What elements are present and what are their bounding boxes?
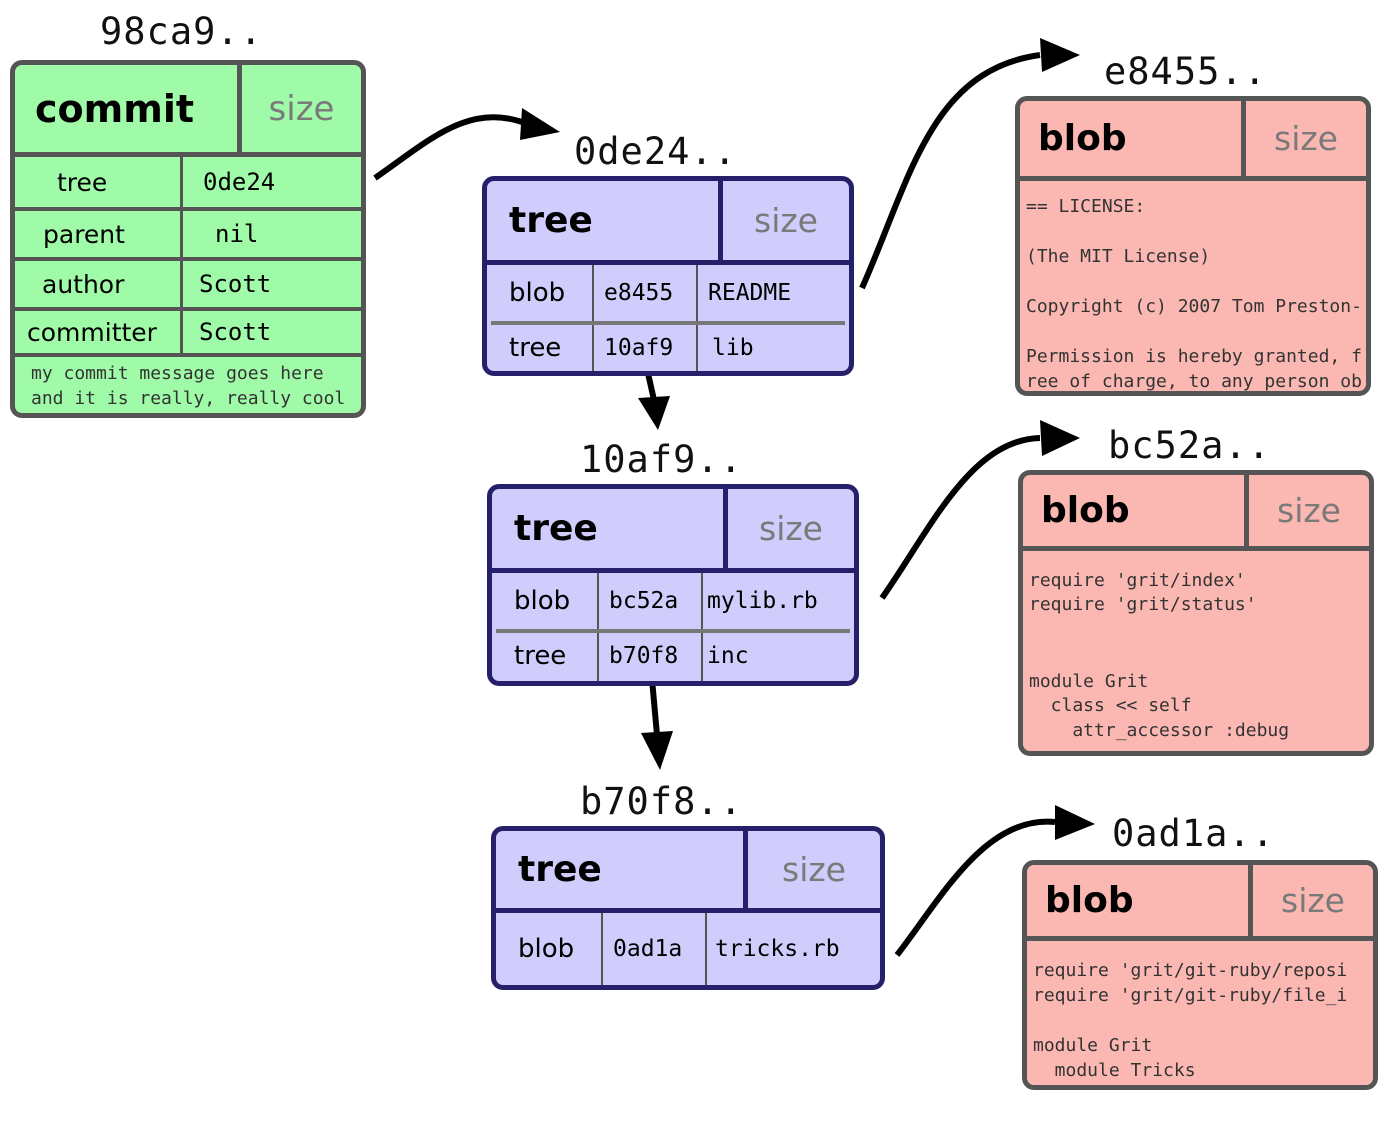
arrow-tree2-to-blob2 [879, 435, 1041, 600]
blob-content-line: Permission is hereby granted, f [1026, 346, 1362, 367]
tree-size-label: size [759, 509, 823, 548]
tree-column-divider [592, 265, 594, 371]
tree-entry-name: lib [712, 335, 754, 361]
tree-entry-kind: blob [509, 278, 566, 308]
arrow-tree1-to-blob1 [859, 52, 1041, 290]
tree-entry-sha: 0ad1a [613, 936, 683, 962]
tree-object: tree size blob 0ad1a tricks.rb [491, 826, 885, 990]
commit-message-line: my commit message goes here [31, 363, 324, 384]
tree-column-divider [696, 265, 698, 371]
blob-content-line: (The MIT License) [1026, 246, 1211, 267]
tree-row-divider [496, 629, 850, 633]
tree-entry-sha: 10af9 [604, 335, 674, 361]
blob-size-label: size [1281, 881, 1345, 920]
commit-value-tree: 0de24 [203, 168, 276, 196]
tree-entry-sha: bc52a [609, 588, 679, 614]
commit-type-label: commit [15, 65, 242, 152]
tree-size-label: size [782, 850, 846, 889]
blob-header: blob size [1020, 101, 1366, 181]
blob-content-line: module Grit [1029, 671, 1149, 692]
arrow-commit-to-tree [373, 114, 532, 181]
commit-key-tree: tree [57, 167, 108, 197]
tree-entry-name: README [708, 280, 792, 306]
commit-key-author: author [42, 269, 125, 299]
blob-content-line: require 'grit/git-ruby/reposi [1033, 960, 1348, 981]
blob-content-line: ree of charge, to any person ob [1026, 371, 1362, 392]
blob-type-label: blob [1027, 865, 1253, 936]
commit-row-divider [15, 307, 361, 311]
tree-row-divider [491, 321, 845, 325]
commit-column-divider [180, 157, 183, 353]
commit-key-parent: parent [43, 219, 125, 249]
tree-entry-name: inc [707, 643, 749, 669]
tree-entry-kind: tree [509, 333, 562, 363]
commit-value-author: Scott [199, 270, 272, 298]
commit-row-divider [15, 207, 361, 211]
blob-object: blob size require 'grit/index' require '… [1018, 470, 1374, 756]
blob-hash: e8455.. [1104, 50, 1267, 93]
commit-hash: 98ca9.. [100, 10, 263, 53]
blob-type-label: blob [1023, 475, 1249, 546]
commit-object: commit size tree 0de24 parent nil author… [10, 60, 366, 418]
tree-entry-kind: blob [518, 934, 575, 964]
blob-hash: bc52a.. [1108, 424, 1271, 467]
blob-type-label: blob [1020, 101, 1246, 176]
tree-column-divider [601, 913, 603, 985]
tree-type-label: tree [492, 489, 728, 568]
tree-object: tree size blob e8455 README tree 10af9 l… [482, 176, 854, 376]
tree-entry-name: tricks.rb [715, 936, 840, 962]
blob-content-line: class << self [1029, 695, 1192, 716]
commit-row-divider [15, 257, 361, 261]
tree-entry-kind: tree [514, 641, 567, 671]
blob-size-label: size [1277, 491, 1341, 530]
blob-content-line: Copyright (c) 2007 Tom Preston- [1026, 296, 1362, 317]
commit-message-line: and it is really, really cool [31, 388, 346, 409]
tree-header: tree size [492, 489, 854, 573]
blob-content-line: require 'grit/index' [1029, 570, 1246, 591]
tree-object: tree size blob bc52a mylib.rb tree b70f8… [487, 484, 859, 686]
tree-hash: b70f8.. [580, 780, 743, 823]
blob-header: blob size [1023, 475, 1369, 551]
arrow-tree3-to-blob3 [894, 818, 1056, 957]
blob-content-line: require 'grit/status' [1029, 594, 1257, 615]
tree-header: tree size [496, 831, 880, 913]
commit-size-label: size [268, 88, 335, 129]
blob-content-line: == LICENSE: [1026, 196, 1146, 217]
tree-column-divider [701, 573, 703, 681]
commit-value-committer: Scott [199, 318, 272, 346]
commit-header: commit size [15, 65, 361, 157]
tree-column-divider [705, 913, 707, 985]
blob-header: blob size [1027, 865, 1373, 941]
tree-hash: 10af9.. [580, 438, 743, 481]
blob-content-line: module Grit [1033, 1035, 1153, 1056]
blob-object: blob size == LICENSE: (The MIT License) … [1015, 96, 1371, 396]
blob-content-line: require 'grit/git-ruby/file_i [1033, 985, 1348, 1006]
tree-entry-name: mylib.rb [707, 588, 818, 614]
commit-key-committer: committer [27, 317, 157, 347]
tree-entry-sha: e8455 [604, 280, 674, 306]
blob-content-line: module Tricks [1033, 1060, 1196, 1081]
tree-hash: 0de24.. [574, 130, 737, 173]
tree-size-label: size [754, 201, 818, 240]
blob-hash: 0ad1a.. [1112, 812, 1275, 855]
tree-type-label: tree [496, 831, 748, 908]
commit-value-parent: nil [215, 220, 259, 248]
blob-object: blob size require 'grit/git-ruby/reposi … [1022, 860, 1378, 1090]
tree-entry-kind: blob [514, 586, 571, 616]
blob-content-line: attr_accessor :debug [1029, 720, 1290, 741]
tree-header: tree size [487, 181, 849, 265]
tree-type-label: tree [487, 181, 723, 260]
tree-entry-sha: b70f8 [609, 643, 679, 669]
commit-row-divider [15, 353, 361, 357]
tree-column-divider [597, 573, 599, 681]
blob-size-label: size [1274, 119, 1338, 158]
